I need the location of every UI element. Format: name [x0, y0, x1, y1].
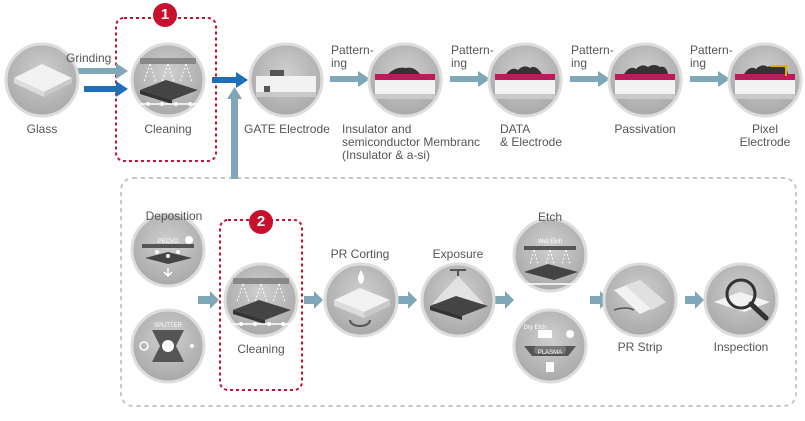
patterning-label-3: Pattern- ing — [571, 43, 614, 70]
arrow-strip-to-inspection — [685, 291, 704, 309]
passivation-label: Passivation — [614, 122, 676, 136]
pr-corting-label: PR Corting — [330, 247, 390, 261]
cleaning-icon — [130, 42, 206, 118]
arrow-up-to-gate — [227, 87, 242, 179]
arrow-pr-to-exposure — [398, 291, 417, 309]
data-electrode-icon — [487, 42, 563, 118]
pr-strip-label: PR Strip — [617, 340, 663, 354]
cleaning-bottom-label: Cleaning — [237, 342, 285, 356]
arrow-insulator-to-data — [450, 71, 490, 87]
arrow-gate-to-insulator — [330, 71, 370, 87]
arrow-exposure-to-etch — [495, 291, 514, 309]
plasma-label: PLASMA — [537, 350, 563, 356]
passivation-icon — [607, 42, 683, 118]
sputter-label: SPUTTER — [153, 323, 182, 329]
gate-label: GATE Electrode — [244, 122, 330, 136]
arrow-deposition-to-cleaning — [198, 291, 219, 309]
magnifier-icon — [703, 262, 779, 338]
insulator-icon — [367, 42, 443, 118]
pecvd-label: PECVD — [157, 239, 179, 245]
patterning-label-2: Pattern- ing — [451, 43, 494, 70]
pr-coating-icon — [323, 262, 399, 338]
wet-etch-label: Wet Etch — [537, 239, 563, 245]
cleaning-top-label: Cleaning — [144, 122, 192, 136]
wet-etch-icon — [512, 217, 588, 293]
patterning-label-4: Pattern- ing — [690, 43, 733, 70]
inspection-label: Inspection — [713, 340, 769, 354]
sputter-icon — [130, 308, 206, 384]
arrow-cleaning-to-pr — [304, 291, 323, 309]
step-badge-2: 2 — [249, 210, 273, 234]
insulator-label: Insulator and semiconductor Membranc (In… — [342, 122, 481, 162]
arrow-data-to-passivation — [570, 71, 610, 87]
glass-icon — [4, 42, 80, 118]
cleaning-icon-bottom — [223, 262, 299, 338]
patterning-label-1: Pattern- ing — [331, 43, 374, 70]
grinding-label: Grinding — [66, 51, 112, 65]
dry-etch-icon — [512, 308, 588, 384]
pixel-label: Pixel Electrode — [739, 122, 791, 149]
arrow-cleaning-to-gate — [212, 72, 248, 88]
sub-process-box — [120, 177, 797, 407]
dry-etch-label: Dry Etch — [523, 325, 547, 331]
data-label: DATA & Electrode — [500, 122, 563, 149]
arrow-grinding — [68, 63, 128, 79]
step-badge-1: 1 — [153, 3, 177, 27]
arrow-glass-to-cleaning — [84, 81, 128, 97]
exposure-label: Exposure — [432, 247, 484, 261]
deposition-label: Deposition — [145, 209, 203, 223]
exposure-icon — [420, 262, 496, 338]
pixel-electrode-icon — [727, 42, 803, 118]
pecvd-icon — [130, 212, 206, 288]
gate-electrode-icon — [248, 42, 324, 118]
arrow-passivation-to-pixel — [690, 71, 730, 87]
glass-label: Glass — [26, 122, 58, 136]
etch-label: Etch — [537, 210, 562, 224]
pr-strip-icon — [602, 262, 678, 338]
